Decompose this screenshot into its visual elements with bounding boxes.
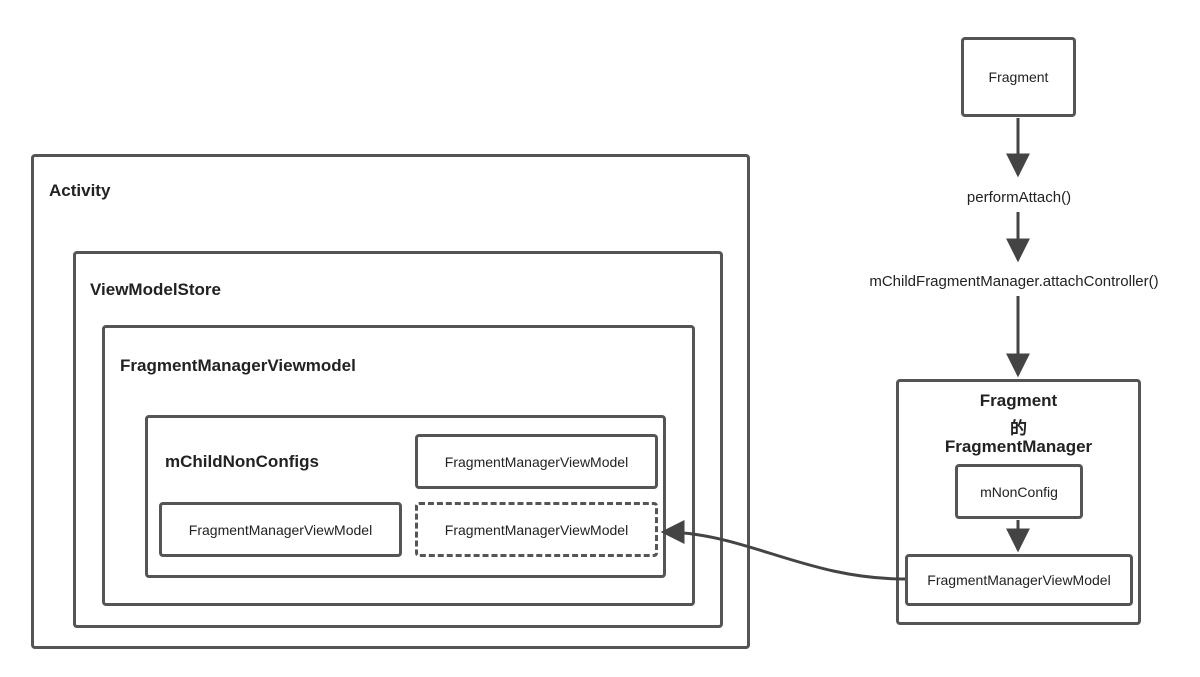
viewmodelstore-title: ViewModelStore xyxy=(90,280,221,299)
mnonconfig-box: mNonConfig xyxy=(955,464,1083,519)
child-non-configs-title: mChildNonConfigs xyxy=(165,452,319,471)
fragment-fm-title-line1: Fragment xyxy=(979,391,1058,410)
fragment-manager-viewmodel-title: FragmentManagerViewmodel xyxy=(120,356,356,375)
perform-attach-label: performAttach() xyxy=(966,189,1072,206)
child-viewmodel-bottom-right-dashed: FragmentManagerViewModel xyxy=(415,502,658,557)
fragment-box: Fragment xyxy=(961,37,1076,117)
fm-viewmodel-box: FragmentManagerViewModel xyxy=(905,554,1133,606)
child-viewmodel-top-right: FragmentManagerViewModel xyxy=(415,434,658,489)
child-viewmodel-bottom-left: FragmentManagerViewModel xyxy=(159,502,402,557)
fragment-fm-title-line2: 的 xyxy=(1010,419,1027,439)
fragment-fm-title-line3: FragmentManager xyxy=(944,437,1093,456)
activity-title: Activity xyxy=(49,181,111,200)
attach-controller-label: mChildFragmentManager.attachController() xyxy=(869,273,1159,290)
